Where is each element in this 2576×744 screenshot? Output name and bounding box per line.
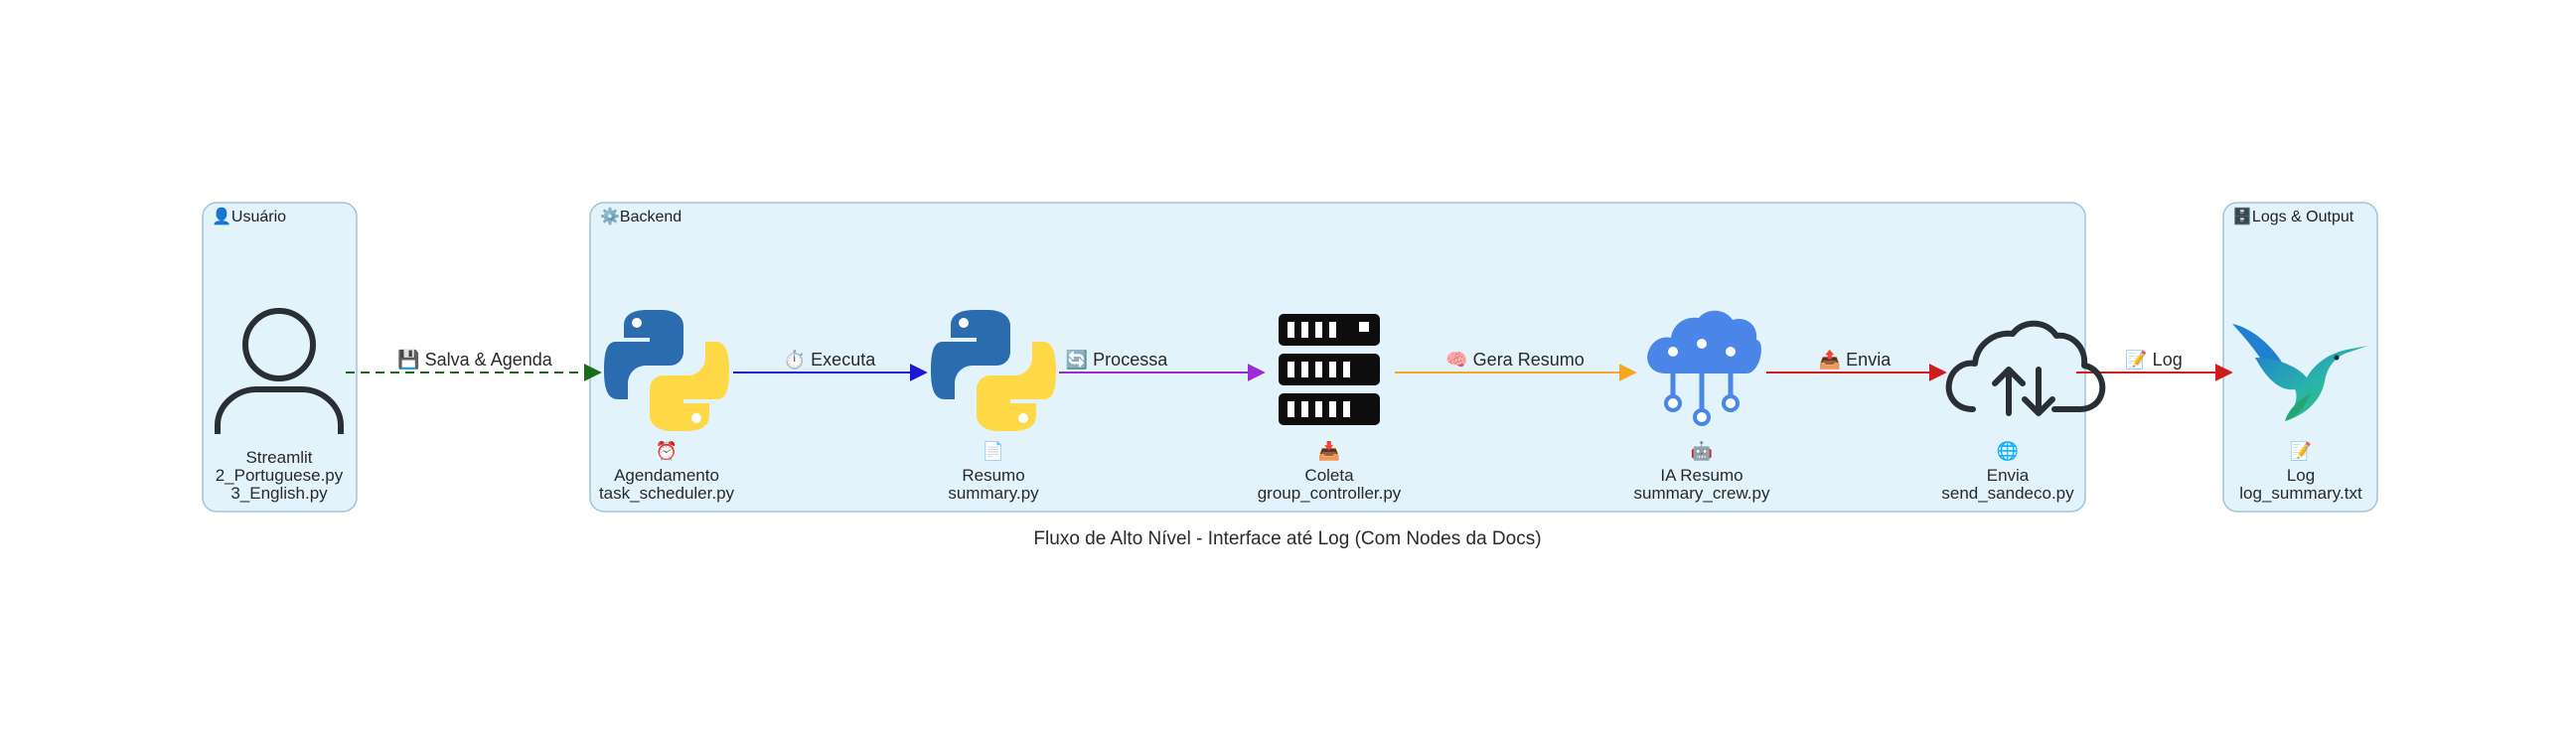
edge-label: 🔄 Processa bbox=[1066, 349, 1168, 370]
node-label-line: 3_English.py bbox=[230, 484, 328, 503]
node-resumo[interactable]: 📄 Resumo summary.py bbox=[931, 310, 1056, 503]
node-label-line: Log bbox=[2287, 466, 2315, 485]
robot-icon: 🤖 bbox=[1691, 440, 1713, 461]
edge-processa: 🔄 Processa bbox=[1059, 349, 1266, 381]
diagram-caption: Fluxo de Alto Nível - Interface até Log … bbox=[1033, 528, 1541, 549]
server-icon bbox=[1279, 314, 1380, 425]
node-streamlit[interactable]: Streamlit 2_Portuguese.py 3_English.py bbox=[215, 308, 344, 503]
cluster-usuario: 👤Usuário bbox=[202, 202, 358, 513]
inbox-icon: 📥 bbox=[1318, 440, 1340, 461]
edge-salva-agenda: 💾 Salva & Agenda bbox=[346, 349, 602, 381]
python-icon bbox=[604, 310, 729, 431]
document-icon: 📄 bbox=[983, 440, 1004, 461]
node-label-line: Agendamento bbox=[614, 466, 719, 485]
cluster-logs-label: 🗄️Logs & Output bbox=[2232, 207, 2354, 225]
cluster-logs: 🗄️Logs & Output bbox=[2222, 202, 2378, 513]
node-label-line: Coleta bbox=[1304, 466, 1354, 485]
edge-executa: ⏱️ Executa bbox=[733, 349, 928, 381]
edge-label: 📝 Log bbox=[2125, 349, 2182, 370]
cloud-sync-icon bbox=[1945, 320, 2106, 416]
cluster-backend-label: ⚙️Backend bbox=[600, 207, 682, 225]
node-label-line: group_controller.py bbox=[1258, 484, 1402, 503]
edge-gera-resumo: 🧠 Gera Resumo bbox=[1395, 350, 1637, 381]
edge-label: 💾 Salva & Agenda bbox=[397, 349, 553, 370]
node-label-line: Resumo bbox=[962, 466, 1024, 485]
node-label-line: Streamlit bbox=[245, 448, 312, 467]
ai-cloud-icon bbox=[1647, 310, 1761, 426]
node-label-line: 2_Portuguese.py bbox=[216, 466, 344, 485]
user-icon bbox=[215, 308, 344, 434]
node-ia-resumo[interactable]: 🤖 IA Resumo summary_crew.py bbox=[1634, 310, 1770, 503]
edge-label: 🧠 Gera Resumo bbox=[1445, 350, 1584, 370]
node-agendamento[interactable]: ⏰ Agendamento task_scheduler.py bbox=[599, 310, 735, 503]
python-icon bbox=[931, 310, 1056, 431]
edge-label: ⏱️ Executa bbox=[784, 349, 876, 370]
cluster-usuario-label: 👤Usuário bbox=[212, 207, 286, 225]
node-envia[interactable]: 🌐 Envia send_sandeco.py bbox=[1941, 320, 2106, 503]
globe-icon: 🌐 bbox=[1997, 440, 2019, 461]
node-log[interactable]: 📝 Log log_summary.txt bbox=[2232, 324, 2368, 503]
alarm-icon: ⏰ bbox=[656, 440, 678, 461]
node-coleta[interactable]: 📥 Coleta group_controller.py bbox=[1258, 314, 1402, 503]
node-label-line: send_sandeco.py bbox=[1941, 484, 2074, 503]
node-label-line: IA Resumo bbox=[1660, 466, 1743, 485]
node-label-line: summary.py bbox=[948, 484, 1039, 503]
edge-label: 📤 Envia bbox=[1819, 349, 1892, 370]
node-label-line: task_scheduler.py bbox=[599, 484, 735, 503]
edge-log: 📝 Log bbox=[2076, 349, 2233, 381]
memo-icon: 📝 bbox=[2290, 440, 2312, 461]
edge-envia: 📤 Envia bbox=[1766, 349, 1947, 381]
node-label-line: log_summary.txt bbox=[2239, 484, 2362, 503]
hummingbird-icon bbox=[2232, 324, 2368, 421]
node-label-line: summary_crew.py bbox=[1634, 484, 1770, 503]
node-label-line: Envia bbox=[1987, 466, 2030, 485]
